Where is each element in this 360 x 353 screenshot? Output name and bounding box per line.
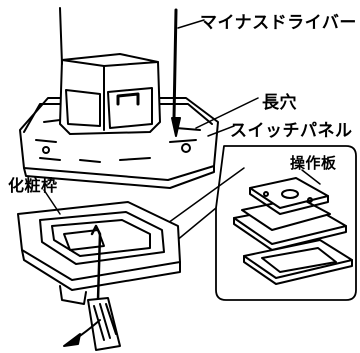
label-screwdriver: マイナスドライバー xyxy=(200,13,357,33)
frame-leader xyxy=(43,189,61,215)
switch-panel-drawing xyxy=(19,7,219,189)
bottom-screwdriver xyxy=(87,224,121,351)
label-frame: 化粧枠 xyxy=(8,176,58,195)
leader-lines-top xyxy=(177,19,259,137)
label-switch-panel: スイッチパネル xyxy=(230,121,353,141)
operation-plate-callout xyxy=(215,145,357,301)
direction-arrow xyxy=(63,319,101,347)
label-slot: 長穴 xyxy=(262,93,297,113)
label-operation-plate: 操作板 xyxy=(290,154,337,172)
